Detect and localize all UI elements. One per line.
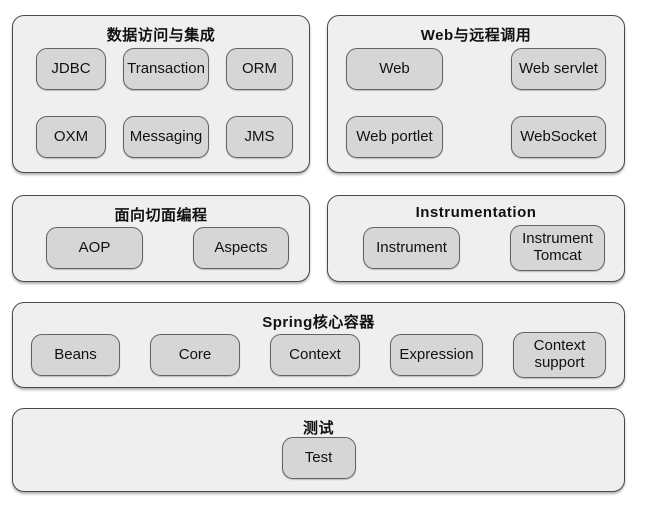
module-core: Core: [150, 334, 240, 376]
panel-aop: 面向切面编程 AOP Aspects: [12, 195, 310, 282]
panel-test: 测试 Test: [12, 408, 625, 492]
panel-instrumentation: Instrumentation Instrument Instrument To…: [327, 195, 625, 282]
module-row: Test: [13, 437, 624, 479]
module-web-servlet: Web servlet: [511, 48, 606, 90]
module-instrument: Instrument: [363, 227, 460, 269]
module-row: Web Web servlet: [346, 48, 606, 90]
panel-instrumentation-title: Instrumentation: [415, 204, 537, 221]
module-row: OXM Messaging JMS: [36, 116, 293, 158]
module-context: Context: [270, 334, 360, 376]
module-oxm: OXM: [36, 116, 106, 158]
module-row: Web portlet WebSocket: [346, 116, 606, 158]
module-jdbc: JDBC: [36, 48, 106, 90]
module-instrument-tomcat: Instrument Tomcat: [510, 225, 605, 271]
module-beans: Beans: [31, 334, 120, 376]
module-transaction: Transaction: [123, 48, 209, 90]
panel-data-access-title: 数据访问与集成: [106, 27, 216, 44]
panel-web-remote-title: Web与远程调用: [420, 27, 532, 44]
panel-web-remote: Web与远程调用 Web Web servlet Web portlet Web…: [327, 15, 625, 173]
module-messaging: Messaging: [123, 116, 209, 158]
panel-data-access: 数据访问与集成 JDBC Transaction ORM OXM Messagi…: [12, 15, 310, 173]
panel-aop-title: 面向切面编程: [114, 207, 208, 224]
module-row: JDBC Transaction ORM: [36, 48, 293, 90]
module-row: Instrument Instrument Tomcat: [363, 225, 605, 271]
module-aspects: Aspects: [193, 227, 289, 269]
module-expression: Expression: [390, 334, 483, 376]
module-web: Web: [346, 48, 443, 90]
module-test: Test: [281, 437, 356, 479]
module-aop: AOP: [46, 227, 143, 269]
panel-core-container-title: Spring核心容器: [262, 314, 375, 331]
panel-core-container: Spring核心容器 Beans Core Context Expression…: [12, 302, 625, 388]
module-jms: JMS: [226, 116, 293, 158]
panel-test-title: 测试: [302, 420, 334, 437]
module-websocket: WebSocket: [511, 116, 606, 158]
module-orm: ORM: [226, 48, 293, 90]
module-context-support: Context support: [513, 332, 606, 378]
module-row: Beans Core Context Expression Context su…: [31, 332, 606, 378]
module-row: AOP Aspects: [46, 227, 289, 269]
module-web-portlet: Web portlet: [346, 116, 443, 158]
